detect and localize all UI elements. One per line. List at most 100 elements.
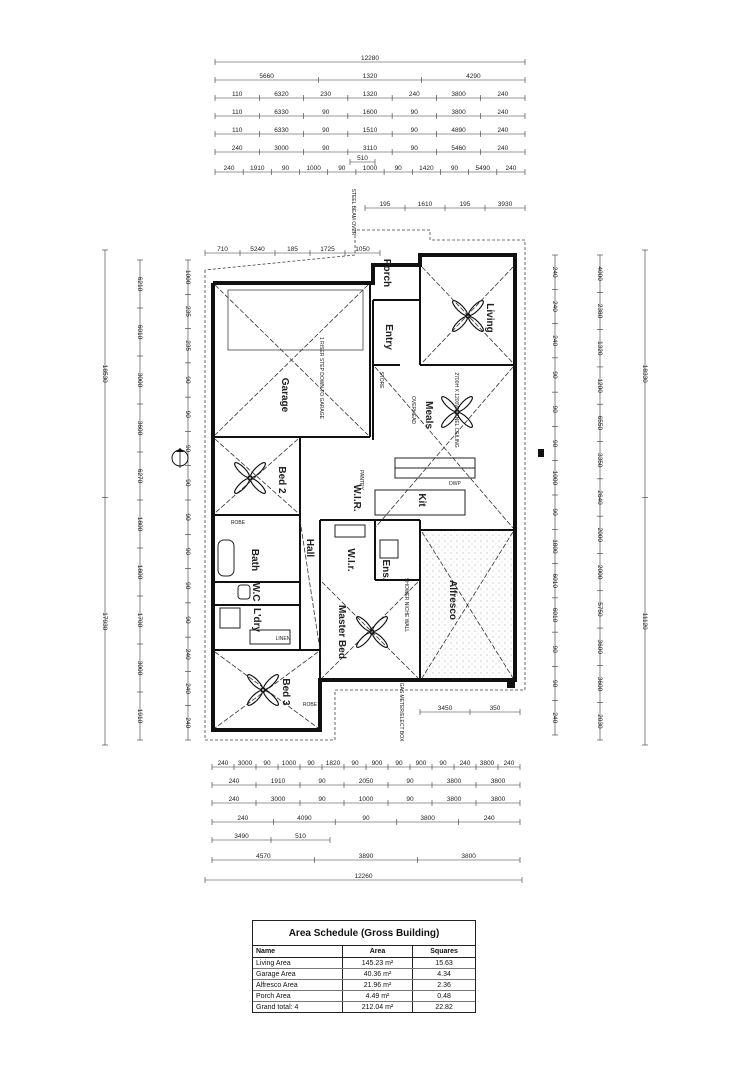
bot-r1-label: 3800 — [480, 760, 495, 767]
label-wc: W.C — [250, 583, 261, 602]
top-porch-label: 3930 — [498, 201, 513, 208]
label-pantry: PANTRY — [358, 470, 364, 490]
right-dimension-strings: 1833011120400023801320120065503350264020… — [551, 249, 648, 746]
top-r6-label: 240 — [232, 145, 243, 152]
top-r6-label: 3110 — [363, 145, 377, 152]
label-entry: Entry — [383, 324, 394, 350]
top-r7-label: 240 — [224, 165, 235, 172]
label-hall: Hall — [304, 539, 315, 558]
left-mid-label: 3600 — [136, 421, 143, 436]
bot-r2-label: 3800 — [491, 778, 506, 785]
right-mid-label: 2000 — [596, 528, 603, 543]
top-r7-label: 1420 — [419, 165, 434, 172]
left-small-label: 90 — [184, 479, 191, 487]
kitchen-island — [374, 457, 476, 516]
top-r2-label: 1320 — [363, 73, 378, 80]
top-r7-label: 240 — [505, 165, 516, 172]
schedule-cell: 2.36 — [412, 979, 475, 991]
schedule-cell: 212.04 m² — [341, 1001, 413, 1012]
label-garage: Garage — [279, 378, 290, 413]
top-r4-label: 3800 — [451, 109, 466, 116]
top-r7b-label: 510 — [357, 155, 368, 162]
right-small-label: 6010 — [551, 573, 558, 588]
top-r4-label: 90 — [411, 109, 419, 116]
right-mid-label: 6550 — [596, 416, 603, 431]
bot-r1-label: 90 — [263, 760, 271, 767]
bot-r1-label: 1820 — [326, 760, 341, 767]
left-small-label: 90 — [184, 411, 191, 419]
bot-r4-label: 90 — [362, 815, 370, 822]
bot-r1-label: 3000 — [238, 760, 253, 767]
top-porch-label: 195 — [380, 201, 391, 208]
top-garage-label: 1725 — [320, 246, 335, 253]
alfresco-paving — [422, 532, 513, 678]
right-small-label: 90 — [551, 646, 558, 654]
schedule-cell: 15.63 — [412, 957, 475, 969]
label-ens: Ens. — [380, 559, 391, 580]
bot-r2-label: 90 — [406, 778, 414, 785]
bot-r6-label: 3800 — [461, 853, 476, 860]
right-mid-label: 3350 — [596, 453, 603, 468]
left-small-label: 90 — [184, 514, 191, 522]
schedule-header-row: Name Area Squares — [253, 946, 475, 958]
left-small-label: 90 — [184, 548, 191, 556]
table-row: Porch Area 4.49 m² 0.48 — [253, 990, 475, 1002]
top-garage-label: 1050 — [355, 246, 370, 253]
bot-r1-label: 90 — [439, 760, 447, 767]
bot-r6-label: 3890 — [359, 853, 374, 860]
right-small-label: 90 — [551, 509, 558, 517]
top-r5-label: 90 — [322, 127, 330, 134]
bot-r1-label: 1000 — [282, 760, 297, 767]
table-row: Garage Area 40.36 m² 4.34 — [253, 968, 475, 980]
top-r5-label: 6330 — [274, 127, 289, 134]
top-r7-label: 1000 — [306, 165, 321, 172]
label-ldry: L'dry — [251, 608, 262, 632]
top-r3-label: 3800 — [451, 91, 466, 98]
bot-r2-label: 240 — [229, 778, 240, 785]
left-small-label: 240 — [184, 649, 191, 660]
left-small-label: 90 — [184, 616, 191, 624]
eave-outline — [204, 229, 526, 741]
right-mid-label: 4000 — [596, 266, 603, 281]
left-small-label: 240 — [184, 717, 191, 728]
garage-door-zone — [227, 289, 364, 351]
right-mid-label: 2380 — [596, 304, 603, 319]
schedule-cell: 21.96 m² — [341, 979, 413, 991]
bot-r5-label: 510 — [295, 833, 306, 840]
room-labels: Garage Living Entry Porch Meals Kit Bed … — [231, 189, 495, 742]
right-mid-label: 2030 — [596, 714, 603, 729]
right-mid-label: 1320 — [596, 341, 603, 356]
right-small-label: 90 — [551, 440, 558, 448]
bot-r3-label: 3000 — [271, 796, 286, 803]
top-r6-label: 240 — [497, 145, 508, 152]
ceiling-fan-icon — [234, 462, 266, 494]
top-r7-label: 1000 — [363, 165, 378, 172]
label-meals: Meals — [423, 401, 434, 429]
top-garage-label: 5240 — [250, 246, 265, 253]
note-garage-step: 1 RISER STEP DOWN TO GARAGE — [318, 337, 324, 420]
ceiling-fan-icon — [452, 300, 484, 332]
label-dwp: DWP — [449, 481, 461, 487]
right-small-label: 1800 — [551, 539, 558, 554]
label-wir2: W.I.r. — [345, 548, 356, 572]
left-outer-label: 18530 — [101, 365, 108, 383]
top-r3-label: 110 — [232, 91, 243, 98]
label-linen: LINEN — [276, 636, 291, 642]
schedule-cell: Garage Area — [253, 968, 343, 980]
right-small-label: 240 — [551, 267, 558, 278]
internal-walls — [213, 265, 515, 680]
top-r5-label: 90 — [411, 127, 419, 134]
label-store: STORE — [378, 371, 384, 389]
label-alfresco: Alfresco — [447, 580, 458, 620]
top-r5-label: 110 — [232, 127, 243, 134]
top-r7-label: 90 — [395, 165, 403, 172]
bot-r5-label: 3490 — [234, 833, 249, 840]
left-small-label: 90 — [184, 376, 191, 384]
bot-r1-label: 90 — [307, 760, 315, 767]
top-garage-label: 185 — [287, 246, 298, 253]
left-mid-label: 3000 — [136, 373, 143, 388]
top-r7-label: 90 — [338, 165, 346, 172]
